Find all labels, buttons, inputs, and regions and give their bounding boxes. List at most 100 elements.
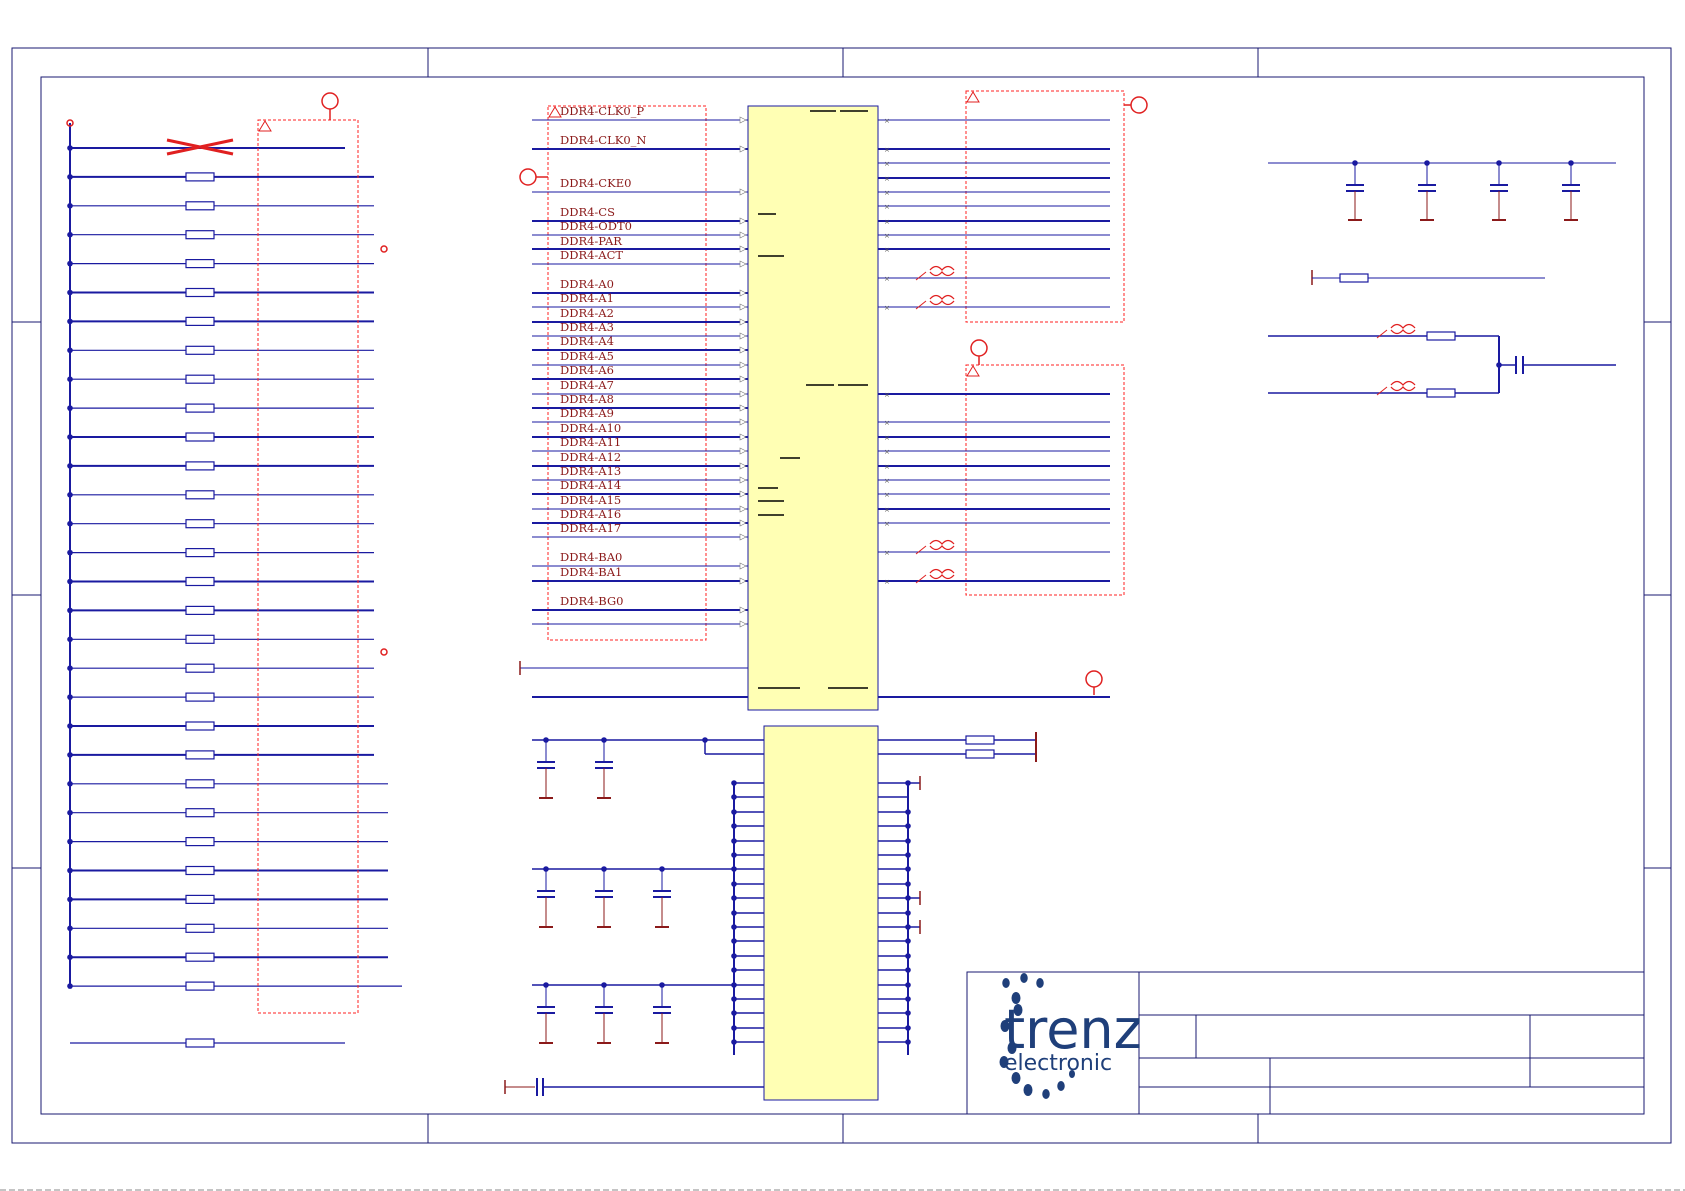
title-block — [966, 971, 1645, 1115]
resistor — [185, 345, 215, 355]
ic-input-wires — [532, 116, 748, 628]
ferrite-leader — [915, 300, 927, 310]
ic-output-wires: ×××××××××××××××××××××× — [878, 117, 1110, 586]
ferrite-leader — [915, 574, 927, 584]
resistor — [185, 923, 215, 933]
logo-sub: electronic — [1004, 1051, 1112, 1076]
pin-x-mark: × — [884, 419, 890, 427]
resistor — [185, 432, 215, 442]
net-label: DDR4-CS — [560, 205, 615, 219]
pin-x-mark: × — [884, 203, 890, 211]
net-label: DDR4-PAR — [560, 234, 622, 248]
pin-arrow — [739, 145, 747, 153]
net-label: DDR4-BG0 — [560, 594, 623, 608]
logo-dot — [999, 1056, 1009, 1068]
pin-arrow — [739, 505, 747, 513]
resistor — [185, 836, 215, 847]
resistor — [185, 259, 215, 269]
net-label: DDR4-CLK0_P — [560, 104, 644, 118]
warning-triangles — [258, 91, 980, 377]
no-connect-marker — [166, 138, 234, 156]
resistor — [965, 735, 995, 745]
pin-x-mark: × — [884, 146, 890, 154]
resistor — [185, 547, 215, 558]
pin-x-mark: × — [884, 520, 890, 528]
pin-arrow — [739, 606, 747, 614]
resistor — [185, 519, 215, 529]
net-label: DDR4-A14 — [560, 478, 621, 492]
net-label: DDR4-CKE0 — [560, 176, 631, 190]
resistor — [185, 952, 215, 962]
ferrite-leader — [1376, 386, 1388, 396]
net-label: DDR4-A16 — [560, 507, 621, 521]
resistor — [185, 663, 215, 673]
pin-x-mark: × — [884, 304, 890, 312]
logo-dot — [1023, 1084, 1033, 1096]
resistor — [185, 403, 215, 413]
junction-dot — [905, 967, 911, 973]
pin-x-mark: × — [884, 463, 890, 471]
logo-dot — [1011, 992, 1021, 1004]
junction-dot — [905, 809, 911, 815]
logo-dot — [1069, 1070, 1075, 1078]
pin-x-mark: × — [884, 246, 890, 254]
ddr-controller-ic — [747, 105, 879, 711]
pin-arrow — [739, 289, 747, 297]
junction-dot — [905, 1010, 911, 1016]
logo-brand: trenz — [1004, 998, 1142, 1061]
resistor — [185, 865, 215, 876]
pin-arrow — [739, 447, 747, 455]
resistor — [185, 490, 215, 500]
net-label: DDR4-A7 — [560, 378, 614, 392]
logo-dot — [1000, 1020, 1010, 1032]
net-label: DDR4-A9 — [560, 406, 614, 420]
resistor — [185, 981, 215, 991]
logo-dot — [1020, 973, 1028, 983]
drawing-frame — [11, 47, 1672, 1144]
pin-x-mark: × — [884, 189, 890, 197]
pin-arrow — [739, 519, 747, 527]
pin-x-mark: × — [884, 448, 890, 456]
resistor — [1339, 273, 1369, 283]
pin-arrow — [739, 375, 747, 383]
net-label: DDR4-A8 — [560, 392, 614, 406]
pin-arrow — [739, 390, 747, 398]
logo-dot — [1042, 1089, 1050, 1099]
junction-dot — [905, 866, 911, 872]
pin-x-mark: × — [884, 434, 890, 442]
junction-dot — [905, 953, 911, 959]
resistor — [185, 605, 215, 616]
pin-x-mark: × — [884, 506, 890, 514]
net-label: DDR4-ODT0 — [560, 219, 632, 233]
net-label: DDR4-CLK0_N — [560, 133, 646, 147]
ferrite-bead — [929, 539, 955, 551]
junction-dot — [905, 838, 911, 844]
pin-arrow — [739, 188, 747, 196]
pin-arrow — [739, 476, 747, 484]
logo-dot — [1002, 978, 1010, 988]
logo-dot — [1011, 1072, 1021, 1084]
resistor — [185, 692, 215, 702]
active-low-bars — [758, 110, 868, 689]
ferrite-bead — [929, 568, 955, 580]
pin-arrow — [739, 620, 747, 628]
pin-x-mark: × — [884, 275, 890, 283]
resistor — [185, 461, 215, 471]
pin-x-mark: × — [884, 578, 890, 586]
pin-arrow — [739, 433, 747, 441]
resistor — [185, 230, 215, 240]
junction-dot — [905, 996, 911, 1002]
resistor — [185, 634, 215, 644]
net-label: DDR4-A0 — [560, 277, 614, 291]
pin-x-mark: × — [884, 232, 890, 240]
pin-arrow — [739, 462, 747, 470]
net-label: DDR4-A1 — [560, 291, 614, 305]
pin-arrow — [739, 562, 747, 570]
resistor — [185, 1038, 215, 1048]
resistor — [185, 172, 215, 182]
pin-arrow — [739, 303, 747, 311]
net-label: DDR4-A3 — [560, 320, 614, 334]
ferrite-leader — [915, 271, 927, 281]
net-label: DDR4-A15 — [560, 493, 621, 507]
pin-arrow — [739, 346, 747, 354]
